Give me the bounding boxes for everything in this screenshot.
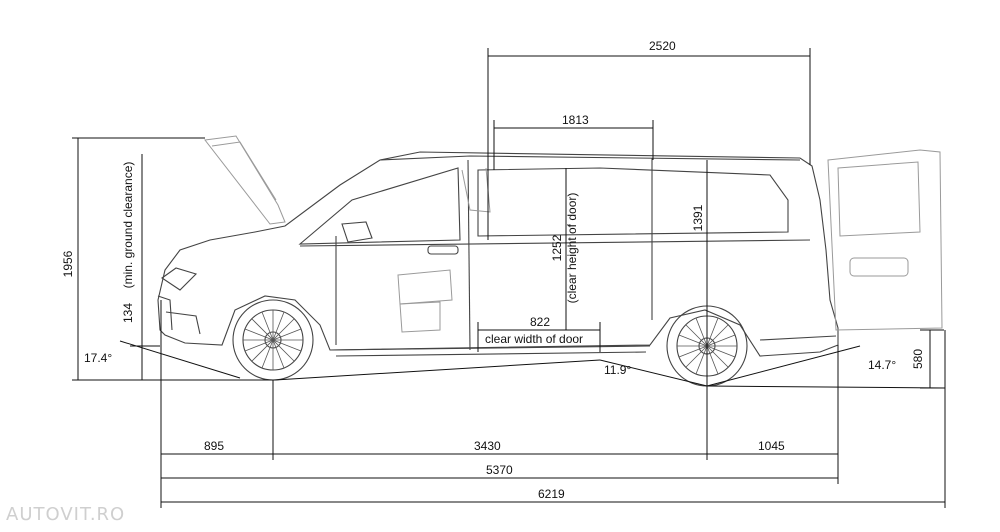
dim-ground-clearance: 134 — [121, 303, 135, 323]
dim-clear-door-height: 1252 — [550, 234, 564, 261]
dim-front-overhang: 895 — [204, 439, 224, 453]
dim-ramp-angle: 11.9° — [604, 363, 631, 377]
dim-wheelbase: 3430 — [474, 439, 501, 453]
dim-length-door-open: 6219 — [538, 487, 565, 501]
dim-clear-door-width: 822 — [530, 315, 550, 329]
dim-departure-angle: 14.7° — [868, 358, 896, 372]
label-ground-clearance: (min. ground clearance) — [121, 162, 135, 289]
dim-cargo-length-top: 2520 — [649, 39, 676, 53]
dim-approach-angle: 17.4° — [84, 351, 112, 365]
label-clear-door-height: (clear height of door) — [565, 193, 579, 304]
label-clear-door-width: clear width of door — [485, 332, 583, 346]
dim-load-sill-height: 580 — [911, 349, 925, 369]
dim-cargo-length-mid: 1813 — [562, 113, 589, 127]
dim-overall-length: 5370 — [486, 463, 513, 477]
dim-overall-height: 1956 — [61, 250, 75, 277]
dim-interior-height: 1391 — [691, 204, 705, 231]
watermark: AUTOVIT.RO — [6, 504, 125, 525]
dimension-lines — [72, 48, 946, 508]
ground-lines — [119, 340, 946, 389]
front-wheel — [232, 299, 314, 381]
dim-rear-overhang: 1045 — [758, 439, 785, 453]
